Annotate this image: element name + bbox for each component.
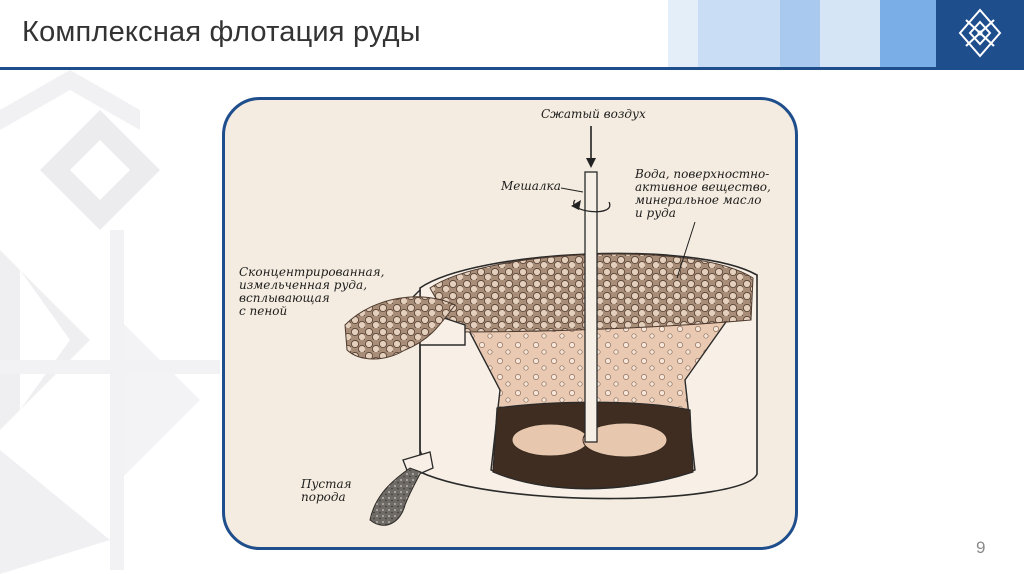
label-reagents: Вода, поверхностно- активное вещество, м… xyxy=(635,167,771,220)
header-divider xyxy=(0,67,1024,70)
header-tint-1 xyxy=(668,0,698,67)
slide-header: Комплексная флотация руды xyxy=(0,0,1024,68)
page-number: 9 xyxy=(976,538,986,557)
label-compressed-air: Сжатый воздух xyxy=(541,107,646,121)
snowflake-ornament-icon xyxy=(0,70,240,574)
header-tint-2 xyxy=(698,0,780,67)
flotation-diagram: Сжатый воздух Мешалка Вода, поверхностно… xyxy=(222,97,798,550)
label-waste-rock: Пустая порода xyxy=(301,477,352,504)
label-concentrate: Сконцентрированная, измельченная руда, в… xyxy=(239,265,385,318)
logo-icon xyxy=(936,0,1024,67)
header-tint-5 xyxy=(880,0,936,67)
slide-title: Комплексная флотация руды xyxy=(22,16,421,48)
header-tint-3 xyxy=(780,0,820,67)
header-tint-4 xyxy=(820,0,880,67)
label-stirrer: Мешалка xyxy=(501,179,561,193)
flotation-drawing xyxy=(344,126,758,526)
